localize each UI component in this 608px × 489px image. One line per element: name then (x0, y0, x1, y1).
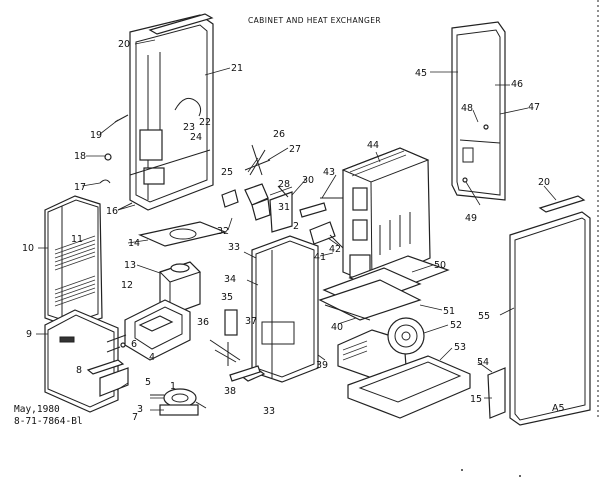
small-parts-center (209, 309, 261, 382)
callout-9: 9 (26, 329, 32, 340)
right-side-panel (509, 195, 591, 426)
front-lower-door (44, 309, 129, 413)
gas-valve (150, 388, 207, 416)
callout-25: 25 (221, 167, 233, 178)
callout-39: 39 (316, 360, 328, 371)
rear-panel (129, 14, 214, 211)
callout-36: 36 (197, 317, 209, 328)
callout-1: 1 (170, 381, 176, 392)
callout-26: 26 (273, 129, 285, 140)
footer-code: 8-71-7864-Bl (14, 416, 83, 427)
burner-manifold (318, 279, 422, 321)
filter (138, 221, 227, 247)
callout-31: 31 (278, 202, 290, 213)
callout-52: 52 (450, 320, 462, 331)
center-panel (238, 235, 319, 383)
callout-6: 6 (131, 339, 137, 350)
callout-24: 24 (190, 132, 202, 143)
scan-speck (461, 469, 463, 471)
small-parts-left-top (99, 114, 133, 211)
callout-33-top: 33 (228, 242, 240, 253)
callout-23: 23 (183, 122, 195, 133)
limit-switches (299, 197, 346, 251)
burner-tray (124, 299, 191, 361)
callout-42: 42 (329, 244, 341, 255)
callout-4: 4 (149, 352, 155, 363)
callout-7: 7 (132, 412, 138, 423)
callout-15: 15 (470, 394, 482, 405)
callout-10: 10 (22, 243, 34, 254)
callout-numbers: 1 2 3 4 5 6 7 8 9 10 11 12 13 14 15 16 1… (22, 39, 550, 423)
callout-3: 3 (137, 404, 143, 415)
callout-11: 11 (71, 234, 83, 245)
callout-51: 51 (443, 306, 455, 317)
footer-date: May,1980 (14, 404, 60, 415)
callout-20-left: 20 (118, 39, 130, 50)
callout-27: 27 (289, 144, 301, 155)
callout-54: 54 (477, 357, 489, 368)
page-marker: A5 (552, 403, 565, 414)
leader-lines (36, 39, 557, 411)
callout-13: 13 (124, 260, 136, 271)
scan-speck (519, 475, 521, 477)
side-strip (487, 367, 506, 419)
callout-21: 21 (231, 63, 243, 74)
blower-assembly (337, 317, 425, 379)
callout-46: 46 (511, 79, 523, 90)
callout-32: 32 (217, 226, 229, 237)
callout-35: 35 (221, 292, 233, 303)
diagram-title: CABINET AND HEAT EXCHANGER (248, 16, 381, 25)
callout-30: 30 (302, 175, 314, 186)
callout-38: 38 (224, 386, 236, 397)
callout-2: 2 (293, 221, 299, 232)
callout-33-bottom: 33 (263, 406, 275, 417)
callout-16: 16 (106, 206, 118, 217)
callout-20-right: 20 (538, 177, 550, 188)
callout-50: 50 (434, 260, 446, 271)
callout-43: 43 (323, 167, 335, 178)
callout-48: 48 (461, 103, 473, 114)
front-upper-panel (44, 195, 103, 329)
callout-41: 41 (314, 252, 326, 263)
callout-53: 53 (454, 342, 466, 353)
callout-37: 37 (245, 316, 257, 327)
callout-40: 40 (331, 322, 343, 333)
right-rear-panel (451, 21, 506, 201)
top-cap-left (148, 13, 214, 35)
control-parts (221, 144, 293, 233)
callout-45: 45 (415, 68, 427, 79)
callout-17: 17 (74, 182, 86, 193)
small-parts-left (106, 334, 127, 353)
callout-18: 18 (74, 151, 86, 162)
callout-22: 22 (199, 117, 211, 128)
callout-44: 44 (367, 140, 379, 151)
callout-5: 5 (145, 377, 151, 388)
callout-55: 55 (478, 311, 490, 322)
callout-12: 12 (121, 280, 133, 291)
callout-47: 47 (528, 102, 540, 113)
callout-34: 34 (224, 274, 236, 285)
callout-49: 49 (465, 213, 477, 224)
callout-19: 19 (90, 130, 102, 141)
callout-14: 14 (128, 238, 140, 249)
base-frame (347, 355, 471, 419)
callout-8: 8 (76, 365, 82, 376)
callout-28: 28 (278, 179, 290, 190)
